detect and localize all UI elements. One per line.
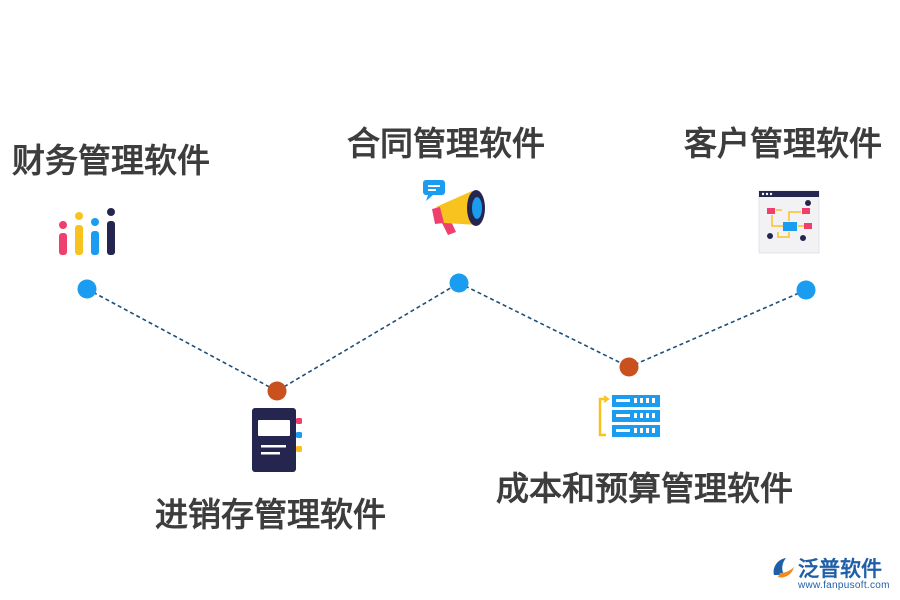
notebook-icon — [252, 408, 302, 472]
megaphone-icon — [423, 180, 485, 235]
dashed-connector-line — [86, 282, 807, 392]
bar-chart-icon — [59, 208, 115, 255]
label-contract: 合同管理软件 — [347, 124, 545, 163]
server-stack-icon — [598, 395, 660, 437]
label-cost-budget: 成本和预算管理软件 — [496, 469, 793, 508]
brand-logo[interactable]: 泛普软件 www.fanpusoft.com — [770, 551, 895, 597]
node-dot-finance — [77, 279, 97, 299]
node-dot-cost-budget — [619, 357, 639, 377]
node-dot-contract — [449, 273, 469, 293]
node-dot-customer — [796, 280, 816, 300]
logo-url: www.fanpusoft.com — [798, 580, 890, 591]
label-inventory: 进销存管理软件 — [155, 495, 386, 534]
flowchart-window-icon — [758, 190, 820, 254]
fanpu-logo-icon — [773, 558, 794, 578]
logo-name: 泛普软件 — [798, 557, 882, 581]
label-customer: 客户管理软件 — [684, 124, 882, 163]
label-finance: 财务管理软件 — [12, 141, 210, 180]
node-dot-inventory — [267, 381, 287, 401]
